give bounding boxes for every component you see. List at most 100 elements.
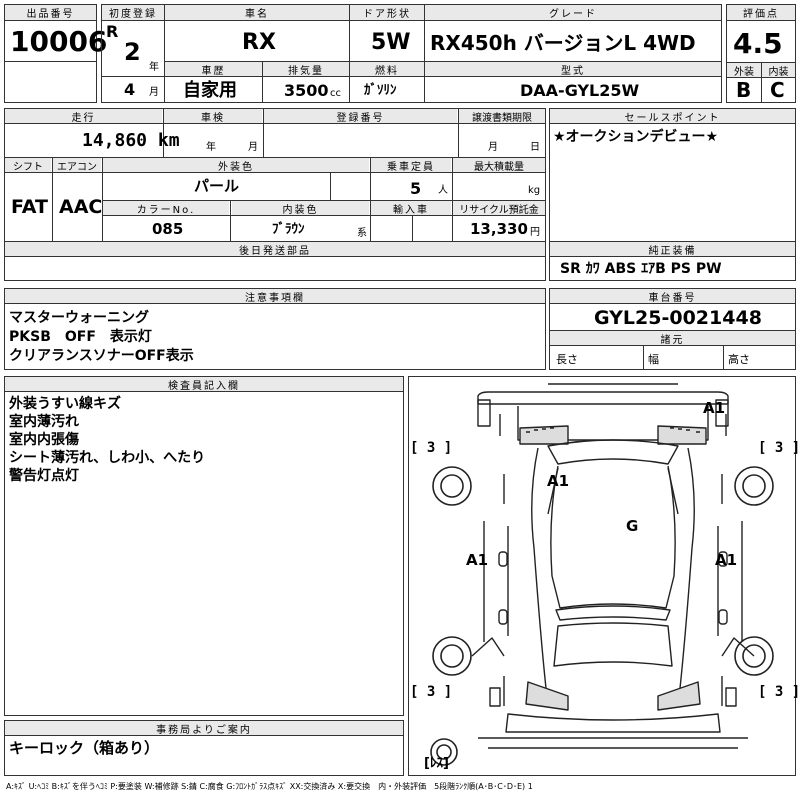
shift-label: シフト (5, 158, 51, 172)
transfer-month-unit: 月 (488, 142, 498, 153)
ac: AAC (59, 196, 103, 218)
interior-label: 内装 (762, 63, 795, 77)
tire-tread-front-right: [ 3 ] (758, 440, 800, 456)
specs-label: 諸元 (550, 331, 795, 345)
tire-tread-front-left: [ 3 ] (410, 440, 453, 456)
damage-mark-right: A1 (715, 551, 738, 569)
chassis-cell (549, 288, 796, 370)
model-code: DAA-GYL25W (520, 81, 640, 100)
reg-year: 2 (124, 38, 141, 66)
model-cell (424, 61, 722, 103)
damage-mark-roof: A1 (547, 472, 570, 490)
note-line: PKSB OFF 表示灯 (9, 329, 152, 345)
exterior-label: 外装 (727, 63, 761, 77)
history-label: 車歴 (165, 62, 262, 76)
int-color-unit: 系 (357, 228, 367, 239)
exterior-grade: B (736, 78, 752, 102)
color-no-label: カラーNo. (103, 201, 229, 215)
inspector-line: 室内薄汚れ (9, 414, 79, 430)
chassis-label: 車台番号 (550, 289, 795, 303)
car-diagram (430, 383, 774, 766)
mileage-label: 走行 (5, 109, 162, 123)
sales-point-cell (549, 108, 796, 281)
ext-color: パール (194, 177, 240, 195)
capacity-label: 乗車定員 (371, 158, 451, 172)
interior-grade: C (770, 78, 785, 102)
legend: A:ｷｽﾞ U:ﾍｺﾐ B:ｷｽﾞを伴うﾍｺﾐ P:要塗装 W:補修跡 S:錆 … (6, 782, 533, 791)
door-type: 5W (371, 30, 411, 55)
recycle-label: リサイクル預託金 (453, 201, 545, 215)
length-label: 長さ (556, 353, 578, 366)
import-label: 輸入車 (371, 201, 451, 215)
shift: FAT (11, 196, 48, 218)
height-label: 高さ (728, 353, 750, 366)
ext-color-label: 外装色 (103, 158, 369, 172)
capacity-unit: 人 (438, 185, 448, 196)
transfer-deadline-label: 譲渡書類期限 (459, 109, 545, 123)
equipment-label: 純正装備 (550, 242, 795, 256)
reg-year-unit: 年 (149, 62, 159, 73)
spare-tire-note: [ﾚｽ] (424, 756, 449, 771)
displacement: 3500 (284, 81, 329, 100)
recycle-deposit: 13,330 (470, 220, 528, 238)
color-no: 085 (152, 220, 184, 238)
max-load-unit: kg (528, 185, 541, 196)
fuel: ｶﾞｿﾘﾝ (364, 83, 397, 98)
displacement-label: 排気量 (263, 62, 349, 76)
sales-point-label: セールスポイント (550, 109, 795, 123)
notes-label: 注意事項欄 (5, 289, 545, 303)
lot-number-blank (4, 61, 97, 103)
transfer-day-unit: 日 (530, 142, 540, 153)
width-label: 幅 (648, 353, 659, 366)
inspector-line: 警告灯点灯 (9, 468, 79, 484)
tire-tread-rear-left: [ 3 ] (410, 684, 453, 700)
era: R (106, 22, 119, 41)
reg-number-label: 登録番号 (264, 109, 457, 123)
chassis-number: GYL25-0021448 (594, 307, 762, 329)
inspector-line: 外装うすい線キズ (9, 396, 121, 412)
first-registration-label: 初度登録 (102, 5, 164, 20)
recycle-unit: 円 (530, 227, 540, 238)
displacement-unit: cc (330, 88, 341, 99)
ac-label: エアコン (53, 158, 101, 172)
reg-month: 4 (124, 80, 136, 99)
inspector-line: シート薄汚れ、しわ小、へたり (9, 450, 206, 466)
note-line: クリアランスソナーOFF表示 (9, 348, 194, 364)
int-color: ﾌﾞﾗｳﾝ (272, 222, 305, 237)
grade-label: グレード (425, 5, 721, 20)
car-diagram-cell (408, 376, 796, 776)
model-label: 型式 (425, 62, 721, 76)
spec-block (4, 157, 546, 281)
office-label: 事務局よりご案内 (5, 721, 403, 735)
tire-tread-rear-right: [ 3 ] (758, 684, 800, 700)
note-line: マスターウォーニング (9, 310, 149, 326)
equipment: SR ｶﾜ ABS ｴｱB PS PW (560, 261, 722, 277)
inspector-cell (4, 376, 404, 716)
int-color-label: 内装色 (232, 201, 369, 215)
score: 4.5 (733, 27, 783, 60)
damage-mark-windshield: G (626, 517, 639, 535)
inspector-line: 室内内張傷 (9, 432, 79, 448)
inspection-year-unit: 年 (206, 142, 216, 153)
later-parts-label: 後日発送部品 (5, 242, 545, 256)
capacity: 5 (410, 179, 422, 198)
car-name: RX (242, 30, 276, 55)
grade: RX450h バージョンL 4WD (430, 31, 696, 55)
sales-point: ★オークションデビュー★ (553, 129, 719, 145)
mileage: 14,860 km (82, 130, 180, 151)
notes-cell (4, 288, 546, 370)
lot-number-label: 出品番号 (5, 5, 96, 20)
car-name-label: 車名 (165, 5, 349, 20)
office-note: キーロック（箱あり） (9, 739, 160, 757)
reg-month-unit: 月 (149, 87, 159, 98)
lot-number: 10006 (10, 25, 108, 58)
inspector-label: 検査員記入欄 (5, 377, 403, 391)
office-cell (4, 720, 404, 776)
door-label: ドア形状 (350, 5, 424, 20)
history: 自家用 (183, 80, 237, 101)
damage-mark-left: A1 (466, 551, 489, 569)
max-load-label: 最大積載量 (453, 158, 545, 172)
inspection-label: 車検 (164, 109, 262, 123)
fuel-label: 燃料 (350, 62, 424, 76)
inspection-month-unit: 月 (248, 142, 258, 153)
